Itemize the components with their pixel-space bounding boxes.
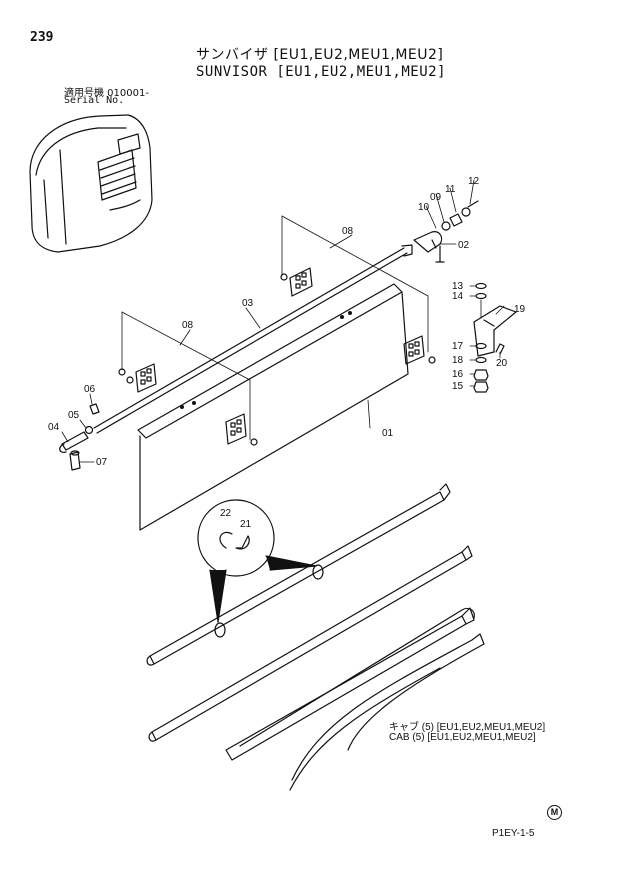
label-02: 02: [458, 240, 470, 251]
label-13: 13: [452, 281, 464, 292]
cab-thumbnail: [29, 114, 153, 253]
cab-note-english: CAB (5) [EU1,EU2,MEU1,MEU2]: [389, 732, 536, 743]
label-06: 06: [84, 384, 96, 395]
clip-detail: [197, 499, 324, 638]
label-19: 19: [514, 304, 526, 315]
label-14: 14: [452, 291, 464, 302]
label-01: 01: [382, 428, 394, 439]
title-english: SUNVISOR [EU1,EU2,MEU1,MEU2]: [196, 64, 447, 80]
label-18: 18: [452, 355, 464, 366]
cab-frame: [146, 483, 485, 791]
label-09: 09: [430, 192, 442, 203]
rod-03: [93, 244, 413, 434]
serial-label-japanese: 適用号機 010001-: [64, 88, 149, 99]
left-end-hardware: [59, 403, 100, 471]
label-11: 11: [445, 184, 456, 195]
label-16: 16: [452, 369, 464, 380]
label-20: 20: [496, 358, 508, 369]
label-04: 04: [48, 422, 60, 433]
label-15: 15: [452, 381, 464, 392]
part-labels: 01 02 03 04 05 06 07 08 08 09 10 11 12 1…: [48, 176, 526, 530]
label-08-lower: 08: [182, 320, 194, 331]
m-mark-icon: M: [547, 805, 562, 820]
label-12: 12: [468, 176, 480, 187]
cab-note-japanese: キャブ (5) [EU1,EU2,MEU1,MEU2]: [389, 722, 546, 733]
label-10: 10: [418, 202, 430, 213]
page-number: 239: [30, 30, 54, 45]
leader-lines: [61, 179, 505, 463]
label-07: 07: [96, 457, 108, 468]
visor-panel-01: [137, 283, 409, 531]
bracket-08-upper: [280, 215, 436, 365]
figure-code: P1EY-1-5: [492, 828, 535, 839]
serial-label-english: Serial No.: [64, 95, 125, 106]
label-22: 22: [220, 508, 232, 519]
bracket-08-lower: [118, 311, 258, 446]
title-japanese: サンバイザ [EU1,EU2,MEU1,MEU2]: [196, 47, 444, 63]
label-05: 05: [68, 410, 80, 421]
label-03: 03: [242, 298, 254, 309]
label-08-upper: 08: [342, 226, 354, 237]
label-17: 17: [452, 341, 464, 352]
label-21: 21: [240, 519, 252, 530]
